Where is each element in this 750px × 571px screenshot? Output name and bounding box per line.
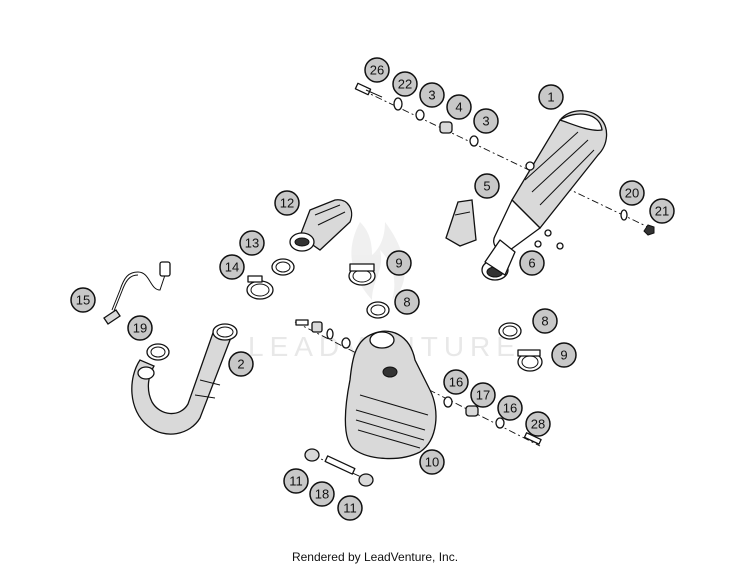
svg-text:22: 22 [398,77,412,92]
svg-text:5: 5 [483,179,490,194]
callout-3: 3 [419,82,445,108]
gasket-and-clamp-right [498,322,543,372]
svg-text:11: 11 [289,474,303,489]
svg-text:12: 12 [280,196,294,211]
callout-3: 3 [473,108,499,134]
svg-text:15: 15 [76,293,90,308]
svg-text:18: 18 [315,487,329,502]
catalytic-converter [289,199,353,252]
svg-text:6: 6 [528,256,535,271]
callout-16: 16 [443,369,469,395]
left-fastener-stack [295,319,351,349]
callout-21: 21 [649,198,675,224]
lower-bushings [304,448,374,487]
callout-11: 11 [283,468,309,494]
callout-13: 13 [239,230,265,256]
callout-8: 8 [394,289,420,315]
oxygen-sensor [103,261,171,325]
upper-fastener-stack [354,82,479,147]
callout-17: 17 [470,382,496,408]
svg-text:16: 16 [449,375,463,390]
callout-8: 8 [532,308,558,334]
svg-text:28: 28 [531,417,545,432]
gasket-and-clamp-left [246,258,295,300]
svg-text:9: 9 [560,348,567,363]
callout-12: 12 [274,190,300,216]
callout-5: 5 [474,173,500,199]
svg-text:14: 14 [225,260,239,275]
pre-muffler [344,330,437,460]
svg-text:13: 13 [245,236,259,251]
callout-9: 9 [551,342,577,368]
callout-4: 4 [446,94,472,120]
svg-text:4: 4 [455,100,462,115]
callout-15: 15 [70,287,96,313]
rear-fastener [620,209,655,236]
svg-text:2: 2 [237,357,244,372]
callout-6: 6 [519,250,545,276]
svg-text:8: 8 [541,314,548,329]
callout-22: 22 [392,71,418,97]
callout-14: 14 [219,254,245,280]
svg-text:20: 20 [625,186,639,201]
callout-16: 16 [497,395,523,421]
callout-11: 11 [337,495,363,521]
svg-text:9: 9 [395,256,402,271]
svg-text:8: 8 [403,295,410,310]
callout-18: 18 [309,481,335,507]
header-pipe [131,323,238,435]
svg-text:3: 3 [428,88,435,103]
footer-credit: Rendered by LeadVenture, Inc. [291,550,459,564]
callout-26: 26 [364,57,390,83]
callout-19: 19 [127,315,153,341]
callout-2: 2 [228,351,254,377]
svg-text:1: 1 [547,90,554,105]
svg-text:26: 26 [370,63,384,78]
svg-text:21: 21 [655,204,669,219]
gasket-and-clamp-middle [348,263,390,319]
callout-10: 10 [419,449,445,475]
heat-shield-bracket [445,199,477,247]
callout-9: 9 [386,250,412,276]
svg-text:19: 19 [133,321,147,336]
silencer [481,110,608,281]
svg-text:3: 3 [482,114,489,129]
svg-text:11: 11 [343,501,357,516]
svg-text:17: 17 [476,388,490,403]
gasket-19 [146,343,170,361]
callout-28: 28 [525,411,551,437]
callout-1: 1 [538,84,564,110]
svg-text:16: 16 [503,401,517,416]
callout-20: 20 [619,180,645,206]
right-fastener-stack [443,396,542,445]
svg-text:10: 10 [425,455,439,470]
